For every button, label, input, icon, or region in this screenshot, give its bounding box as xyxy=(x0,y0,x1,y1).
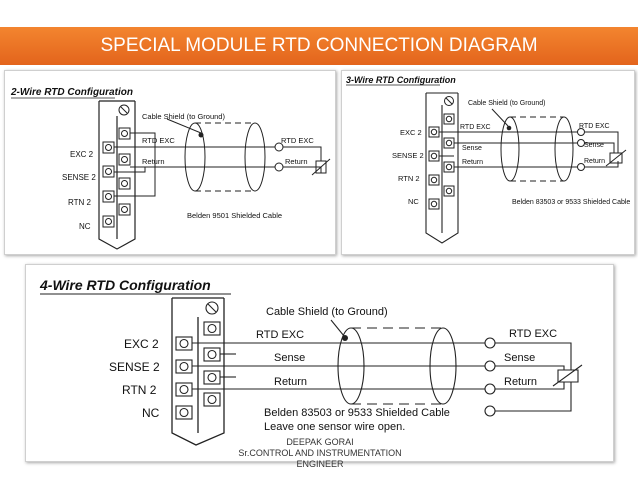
return-right-label: Return xyxy=(584,158,605,165)
terminal-label-exc2: EXC 2 xyxy=(400,128,422,137)
ground-screw-icon xyxy=(444,96,454,106)
return-left-label: Return xyxy=(142,157,165,166)
wires xyxy=(192,342,486,390)
four-wire-diagram: 4-Wire RTD Configuration EXC 2 SENSE 2 R… xyxy=(39,277,583,446)
terminal-block xyxy=(171,297,225,446)
two-wire-diagram: 2-Wire RTD Configuration EXC 2 SENSE 2 R… xyxy=(10,87,331,250)
shield-ground-dot xyxy=(198,132,204,138)
three-wire-diagram: 3-Wire RTD Configuration EXC 2 SENSE 2 R… xyxy=(346,75,630,244)
cable-label: Belden 9501 Shielded Cable xyxy=(187,211,282,220)
slide-title: SPECIAL MODULE RTD CONNECTION DIAGRAM xyxy=(0,27,638,65)
note-label: Leave one sensor wire open. xyxy=(264,421,405,433)
sense-right-label: Sense xyxy=(504,352,535,364)
rtd-sensor-icon xyxy=(577,128,627,171)
author-credit: DEEPAK GORAI Sr.CONTROL AND INSTRUMENTAT… xyxy=(220,437,420,470)
shield-label: Cable Shield (to Ground) xyxy=(142,112,225,121)
two-wire-diagram-panel: 2-Wire RTD Configuration EXC 2 SENSE 2 R… xyxy=(4,70,336,255)
ground-screw-icon xyxy=(118,104,130,116)
four-wire-heading: 4-Wire RTD Configuration xyxy=(39,277,211,293)
wires xyxy=(439,131,578,168)
shield-label: Cable Shield (to Ground) xyxy=(468,100,545,107)
sense-right-label: Sense xyxy=(584,142,604,149)
author-role-line1: Sr.CONTROL AND INSTRUMENTATION xyxy=(238,448,402,458)
author-role-line2: ENGINEER xyxy=(296,459,344,469)
rtd-exc-left-label: RTD EXC xyxy=(142,136,175,145)
shield-ground-dot xyxy=(342,335,348,341)
sense-left-label: Sense xyxy=(274,352,305,364)
terminal-block xyxy=(98,100,136,250)
three-wire-heading: 3-Wire RTD Configuration xyxy=(346,75,456,85)
rtd-sensor-icon xyxy=(274,142,331,176)
return-left-label: Return xyxy=(274,376,307,388)
three-wire-diagram-panel: 3-Wire RTD Configuration EXC 2 SENSE 2 R… xyxy=(341,70,635,255)
rtd-exc-right-label: RTD EXC xyxy=(579,123,610,130)
author-name: DEEPAK GORAI xyxy=(286,437,354,447)
rtd-exc-right-label: RTD EXC xyxy=(509,328,557,340)
shielded-cable xyxy=(491,108,574,182)
terminal-label-sense2: SENSE 2 xyxy=(392,151,424,160)
terminal-label-rtn2: RTN 2 xyxy=(122,383,157,397)
terminal-label-nc: NC xyxy=(142,406,160,420)
terminal-label-sense2: SENSE 2 xyxy=(109,360,160,374)
four-wire-diagram-panel: 4-Wire RTD Configuration EXC 2 SENSE 2 R… xyxy=(25,264,614,462)
sense-left-label: Sense xyxy=(462,145,482,152)
wires xyxy=(114,132,275,197)
terminal-label-sense2: SENSE 2 xyxy=(62,173,96,182)
shield-label: Cable Shield (to Ground) xyxy=(266,306,388,318)
shielded-cable xyxy=(166,118,266,192)
shielded-cable xyxy=(330,319,457,405)
rtd-exc-left-label: RTD EXC xyxy=(460,124,491,131)
terminal-block xyxy=(425,92,459,244)
two-wire-heading: 2-Wire RTD Configuration xyxy=(10,87,133,98)
shield-ground-dot xyxy=(506,125,512,131)
terminal-label-rtn2: RTN 2 xyxy=(398,174,420,183)
cable-label: Belden 83503 or 9533 Shielded Cable xyxy=(512,199,630,206)
terminal-label-exc2: EXC 2 xyxy=(124,337,159,351)
terminal-label-nc: NC xyxy=(79,222,91,231)
ground-screw-icon xyxy=(205,301,219,315)
terminal-screws xyxy=(175,321,221,420)
return-left-label: Return xyxy=(462,159,483,166)
rtd-sensor-icon xyxy=(484,337,583,417)
cable-label: Belden 83503 or 9533 Shielded Cable xyxy=(264,407,450,419)
return-right-label: Return xyxy=(504,376,537,388)
terminal-label-exc2: EXC 2 xyxy=(70,150,94,159)
rtd-exc-left-label: RTD EXC xyxy=(256,329,304,341)
terminal-label-nc: NC xyxy=(408,197,419,206)
rtd-exc-right-label: RTD EXC xyxy=(281,136,314,145)
return-right-label: Return xyxy=(285,157,308,166)
terminal-label-rtn2: RTN 2 xyxy=(68,198,92,207)
